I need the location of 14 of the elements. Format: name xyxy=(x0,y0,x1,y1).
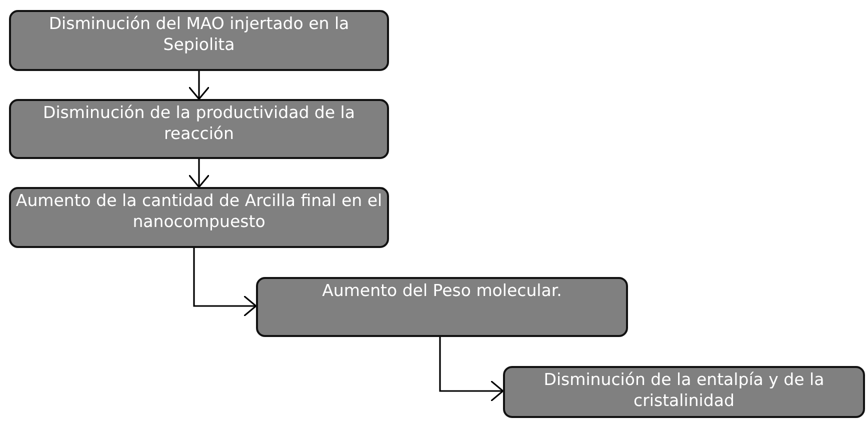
process-box xyxy=(256,277,628,337)
box-label: Aumento del Peso molecular. xyxy=(322,281,562,300)
process-box xyxy=(9,187,389,248)
box-label: Disminución de la productividad de la reacción xyxy=(43,103,355,143)
process-box xyxy=(503,366,865,418)
arrow xyxy=(193,248,257,317)
arrow xyxy=(188,71,210,100)
process-box xyxy=(9,10,389,71)
arrow xyxy=(439,337,504,402)
process-box xyxy=(9,99,389,159)
box-label: Disminución del MAO injertado en la Sepiolita xyxy=(48,14,350,54)
box-label: Disminución de la entalpía y de la cristalinidad xyxy=(544,370,824,410)
arrow xyxy=(188,159,210,188)
box-label: Aumento de la cantidad de Arcilla final en el nanocompuesto xyxy=(16,191,382,231)
